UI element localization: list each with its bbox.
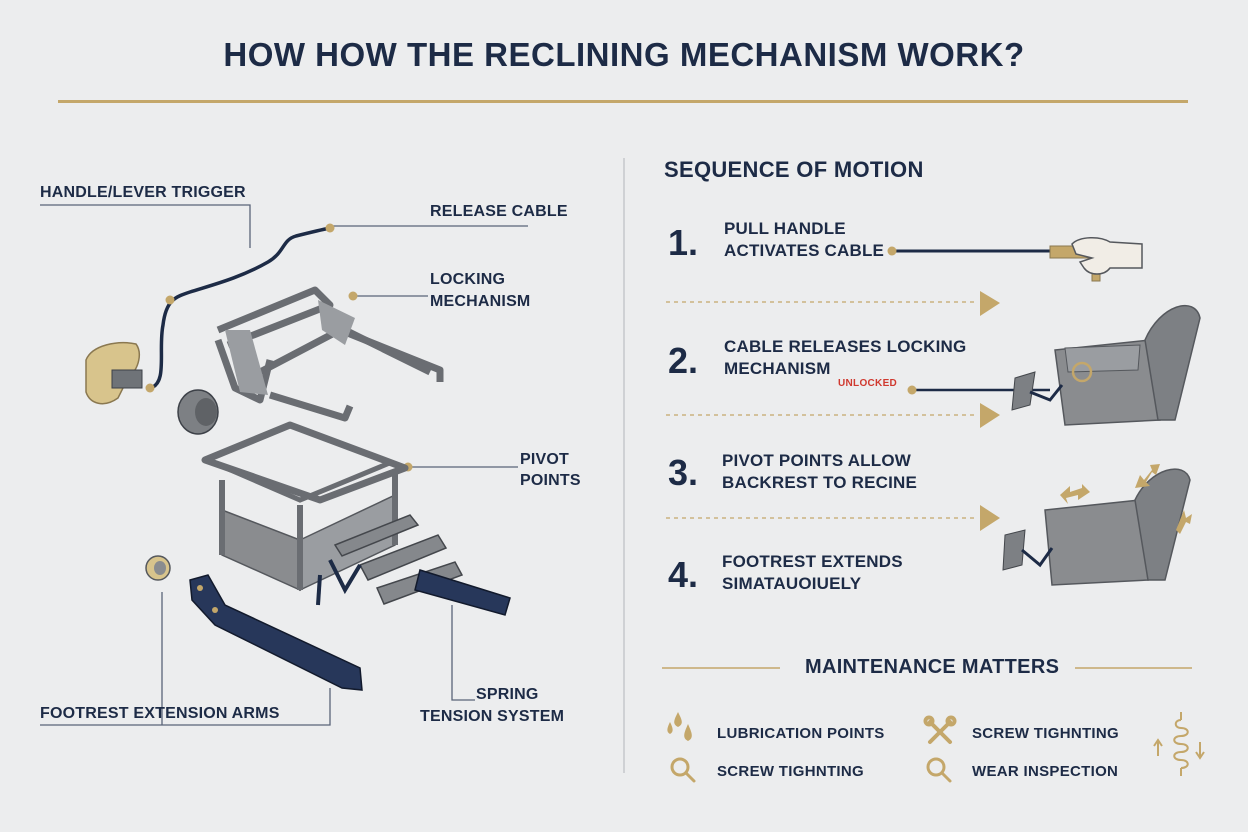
label-footrest-extension-arms: FOOTREST EXTENSION ARMS xyxy=(40,705,280,722)
spring-tension-icon xyxy=(1153,712,1205,776)
label-spring-line1: SPRING xyxy=(476,686,539,703)
step-4-line2: SIMATAUOIUELY xyxy=(722,574,862,593)
step-3-number: 3. xyxy=(668,452,699,493)
label-locking-line2: MECHANISM xyxy=(430,293,531,310)
roller-part xyxy=(177,389,219,435)
locking-plates xyxy=(225,300,355,395)
page-title: HOW HOW THE RECLINING MECHANISM WORK? xyxy=(223,36,1025,73)
footrest-panels xyxy=(333,514,464,605)
maintenance-heading: MAINTENANCE MATTERS xyxy=(805,656,1060,678)
label-locking-line1: LOCKING xyxy=(430,271,506,288)
handle-dot xyxy=(145,383,155,393)
locking-dot xyxy=(348,291,358,301)
step-1-number: 1. xyxy=(668,222,699,263)
magnifier-icon-1 xyxy=(670,757,696,783)
maintenance-item-screw-tightening-1: SCREW TIGHNTING xyxy=(972,725,1119,742)
handle-lever-part xyxy=(85,341,143,405)
label-pivot-line2: POINTS xyxy=(520,472,581,489)
label-pivot-line1: PIVOT xyxy=(520,451,570,468)
title-underline xyxy=(58,100,1188,103)
recliner-unlocked-icon xyxy=(907,304,1201,426)
cable-end-dot xyxy=(325,223,335,233)
arrow-2-icon xyxy=(980,403,1000,428)
locking-mechanism-frame xyxy=(214,286,444,422)
footrest-extension-arms xyxy=(189,569,511,691)
recliner-reclining-icon xyxy=(1002,464,1192,586)
maintenance-item-wear-inspection: WEAR INSPECTION xyxy=(972,763,1119,780)
maintenance-item-screw-tightening-2: SCREW TIGHNTING xyxy=(717,763,864,780)
footrest-linkage xyxy=(316,559,362,606)
step-2-number: 2. xyxy=(668,340,699,381)
hand-pulling-handle-icon xyxy=(887,237,1143,282)
step-4-number: 4. xyxy=(668,554,699,595)
step-1-line1: PULL HANDLE xyxy=(724,219,846,238)
sequence-heading: SEQUENCE OF MOTION xyxy=(664,157,924,182)
handle-leader-line xyxy=(40,204,251,248)
label-spring-line2: TENSION SYSTEM xyxy=(420,708,565,725)
step-3-line2: BACKREST TO RECINE xyxy=(722,473,918,492)
arrow-1-icon xyxy=(980,291,1000,316)
magnifier-icon-2 xyxy=(926,757,952,783)
tools-icon xyxy=(923,715,957,744)
panel-divider xyxy=(623,158,625,773)
spring-leader-line xyxy=(451,605,475,701)
maintenance-item-lubrication: LUBRICATION POINTS xyxy=(717,725,885,742)
bushing-part xyxy=(145,555,171,581)
oil-drops-icon xyxy=(667,712,692,741)
cable-mid-dot xyxy=(165,295,175,305)
step-2-line2: MECHANISM xyxy=(724,359,831,378)
release-cable xyxy=(149,226,331,390)
label-handle-lever-trigger: HANDLE/LEVER TRIGGER xyxy=(40,184,246,201)
footrest-leader-base xyxy=(40,688,331,726)
step-2-line1: CABLE RELEASES LOCKING xyxy=(724,337,967,356)
unlocked-status: UNLOCKED xyxy=(838,378,898,389)
step-4-line1: FOOTREST EXTENDS xyxy=(722,552,903,571)
arrow-3-icon xyxy=(980,505,1000,531)
step-1-line2: ACTIVATES CABLE xyxy=(724,241,885,260)
step-3-line1: PIVOT POINTS ALLOW xyxy=(722,451,912,470)
label-release-cable: RELEASE CABLE xyxy=(430,203,568,220)
